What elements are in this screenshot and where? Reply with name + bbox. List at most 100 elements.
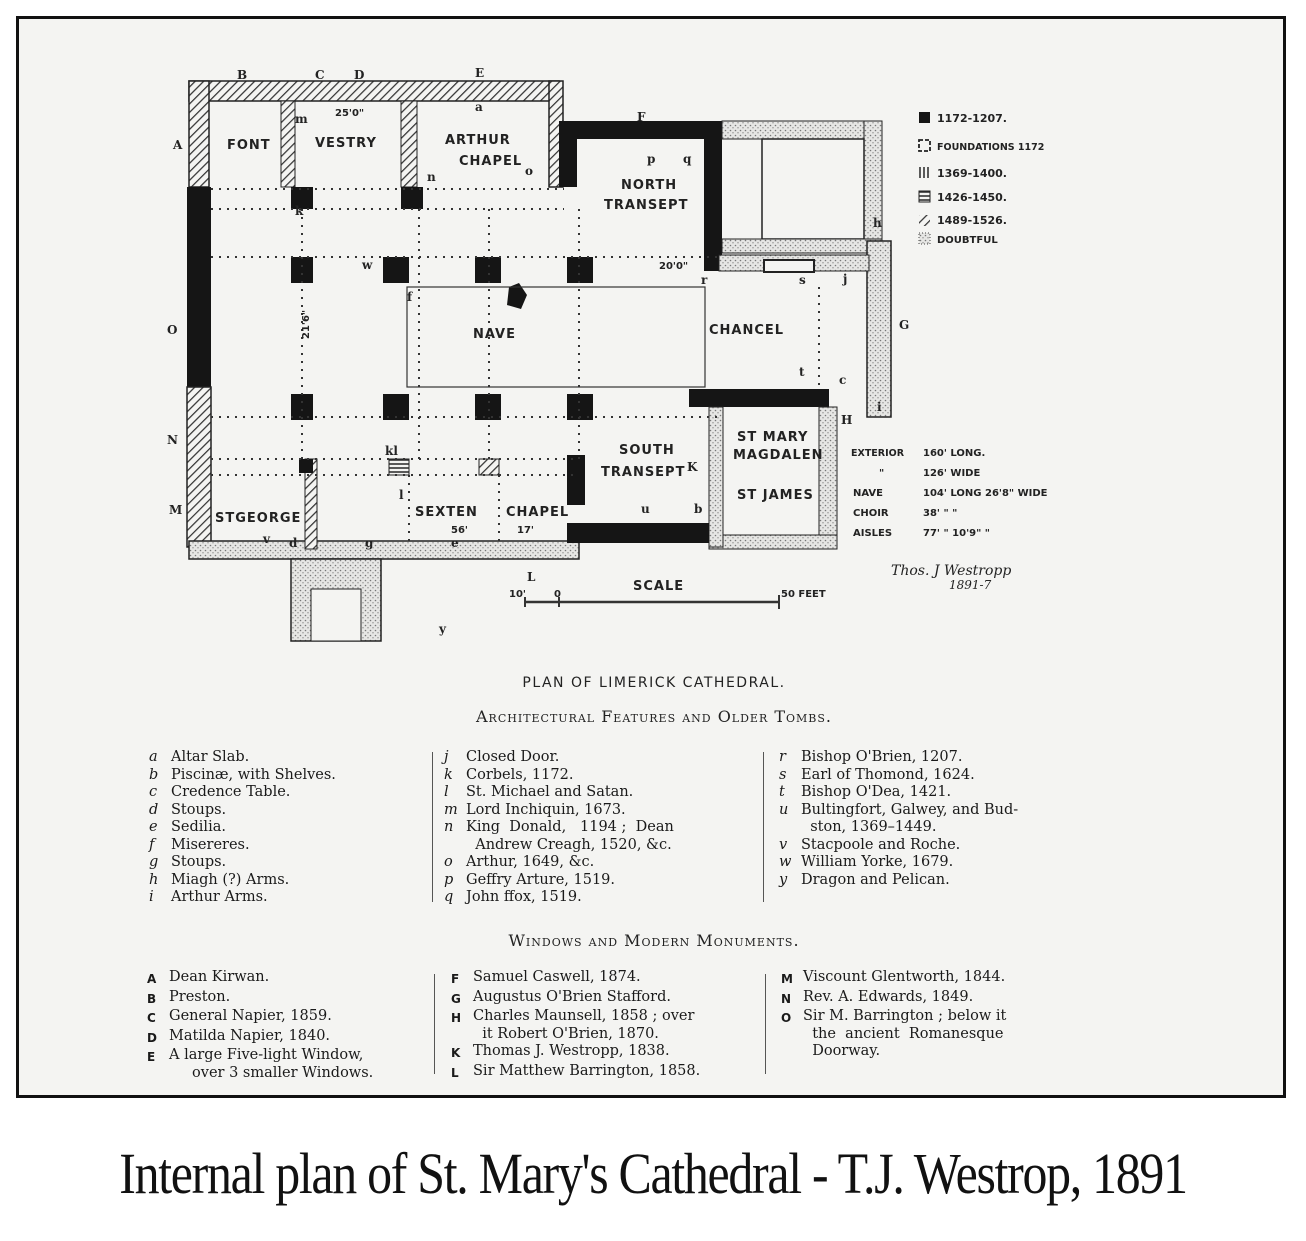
ref-letter-r: r (701, 273, 708, 287)
wall-north-transept-north (559, 121, 714, 139)
legend-entry-key: m (444, 801, 458, 818)
ref-letter-b: b (694, 502, 702, 516)
legend-swatch-solid (919, 112, 930, 123)
column-divider (765, 974, 766, 1074)
legend-entry-key: t (779, 784, 785, 800)
legend-entry-key: i (149, 889, 154, 905)
scale-zero-label: 0 (554, 589, 561, 600)
wall-south-transept-south (567, 523, 709, 543)
legend-entry-text: Stoups. (171, 854, 227, 870)
measurement-value: 104' LONG 26'8" WIDE (923, 488, 1048, 499)
legend-entry-key: g (149, 854, 159, 870)
legend-entry-text: Piscinæ, with Shelves. (171, 766, 336, 783)
legend-entry-key: M (781, 972, 793, 986)
legend-entry-text: Miagh (?) Arms. (171, 871, 290, 888)
room-label-st-james: ST JAMES (737, 488, 814, 503)
legend-entry-text: A large Five-light Window, over 3 smalle… (169, 1047, 374, 1081)
dimension-aisle-width: 20'0" (659, 261, 688, 272)
room-label-south-transept: SOUTH (619, 443, 675, 458)
room-label-sexten: SEXTEN (415, 505, 478, 520)
wall-st-mary-south (708, 534, 838, 550)
ref-letter-f: f (407, 290, 413, 304)
north-east-chapel-east (863, 120, 883, 254)
ref-letter-y: y (438, 622, 447, 636)
legend-entry: g Stoups. (149, 854, 419, 872)
room-labels: FONT VESTRY ARTHUR CHAPEL NORTH TRANSEPT… (215, 133, 824, 594)
ref-letter-B: B (237, 68, 247, 82)
legend-entry-text: Stoups. (171, 801, 227, 818)
legend-entry-key: G (451, 991, 461, 1006)
north-east-chapel (721, 120, 883, 140)
scale-label: SCALE (633, 579, 684, 594)
image-caption: Internal plan of St. Mary's Cathedral - … (119, 1141, 1188, 1206)
ref-letter-m: m (295, 112, 308, 126)
legend-entry-key: d (149, 801, 159, 818)
room-label-arthur-chapel: ARTHUR (445, 133, 511, 148)
legend-entry-text: Sir M. Barrington ; below it the ancient… (803, 1008, 1007, 1059)
legend-swatch-outline (918, 139, 931, 152)
legend-label: 1489-1526. (937, 214, 1007, 227)
legend-entry-text: Corbels, 1172. (466, 766, 574, 783)
room-label-arthur-chapel-2: CHAPEL (459, 154, 522, 169)
legend-entry-text: Credence Table. (171, 784, 291, 800)
ref-letter-O: O (167, 323, 177, 337)
legend-entry-text: King Donald, 1194 ; Dean Andrew Creagh, … (466, 819, 674, 853)
measurement-label: CHOIR (853, 508, 889, 519)
legend-entry-key: A (147, 972, 157, 986)
ref-letter-t: t (799, 365, 805, 379)
measurement-value: 77' " 10'9" " (923, 528, 990, 539)
legend-entry-key: B (147, 991, 157, 1006)
scale-start-label: 10' (509, 589, 526, 600)
wall-chancel-east (866, 240, 892, 418)
ref-letter-a: a (475, 100, 483, 114)
wall-chancel-south (689, 389, 829, 407)
room-label-magdalen: MAGDALEN (733, 448, 824, 463)
wall-vestry-arthur (400, 100, 418, 188)
measurement-label: " (879, 468, 884, 479)
ref-letter-q: q (683, 152, 692, 166)
pier (383, 394, 409, 420)
pier-small (299, 459, 313, 473)
legend-entry-text: Altar Slab. (171, 749, 250, 765)
legend-entry-text: John ffox, 1519. (466, 889, 582, 905)
legend-entry-text: Samuel Caswell, 1874. (473, 969, 641, 985)
ref-letter-D: D (354, 68, 364, 82)
legend-entry-key: E (147, 1050, 156, 1064)
legend-entry-key: p (444, 871, 454, 888)
heading-architectural-features: Architectural Features and Older Tombs. (476, 707, 832, 726)
legend-entry-key: y (779, 871, 788, 888)
wall-west-upper (188, 80, 210, 188)
pier-hatched (388, 458, 410, 476)
ref-letter-g: g (365, 536, 374, 550)
legend-entry-key: o (444, 854, 453, 870)
legend-entry-key: e (149, 819, 158, 835)
room-label-st-george: STGEORGE (215, 511, 301, 526)
legend-entry-text: Lord Inchiquin, 1673. (466, 801, 626, 818)
nave-outline (406, 286, 706, 388)
plan-title: PLAN OF LIMERICK CATHEDRAL. (522, 675, 786, 691)
dimension-chapel: 17' (517, 525, 534, 536)
legend-entry: d Stoups. (149, 802, 419, 820)
legend-entry-text: Sedilia. (171, 819, 226, 835)
legend-entry-key: w (779, 854, 792, 870)
ref-letter-M: M (169, 503, 182, 517)
wall-font-vestry (280, 100, 296, 188)
ref-letter-o: o (525, 164, 533, 178)
wall-south (188, 540, 580, 560)
legend-entry-key: s (779, 766, 787, 783)
wall-north-west (188, 80, 560, 102)
